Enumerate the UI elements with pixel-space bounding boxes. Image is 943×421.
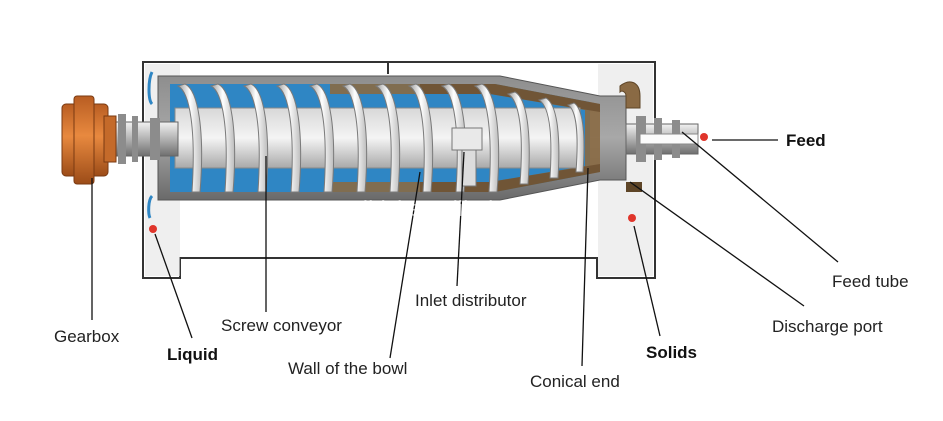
inlet-distributor <box>451 127 483 187</box>
label-feed: Feed <box>786 131 826 150</box>
label-inlet-distributor: Inlet distributor <box>415 291 527 310</box>
watermark: jhlxj.en.alibaba.com <box>363 196 563 221</box>
label-conical-end: Conical end <box>530 372 620 391</box>
label-screw-conveyor: Screw conveyor <box>221 316 342 335</box>
leader-lines <box>91 131 839 367</box>
label-solids: Solids <box>646 343 698 362</box>
solids-outlet <box>626 182 642 192</box>
label-feed-tube: Feed tube <box>832 272 909 291</box>
feed-tube <box>639 133 699 145</box>
label-discharge-port: Discharge port <box>772 317 883 336</box>
discharge-spout <box>619 81 641 109</box>
gearbox <box>61 95 117 185</box>
screw-flights <box>176 83 585 193</box>
label-wall-of-the-bowl: Wall of the bowl <box>288 359 408 378</box>
drop-markers <box>149 133 708 233</box>
left-shaft-rings <box>118 114 160 164</box>
label-gearbox: Gearbox <box>54 327 120 346</box>
liquid-outlet <box>147 71 154 106</box>
label-liquid: Liquid <box>167 345 218 364</box>
